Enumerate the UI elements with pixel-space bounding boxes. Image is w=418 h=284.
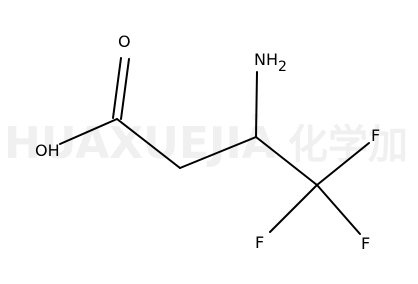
- c-oh-bond: [59, 118, 118, 145]
- c-f-bottom-left-bond: [269, 184, 318, 233]
- atom-f-bottom-right: F: [361, 234, 370, 253]
- c-f-right-bond: [316, 142, 370, 186]
- bonds: [59, 57, 370, 235]
- atom-f-right: F: [371, 126, 380, 145]
- c-n-bond: [255, 71, 258, 138]
- atom-o-carbonyl: O: [118, 32, 131, 51]
- atom-oh: OH: [35, 141, 60, 160]
- c2-c3-bond: [179, 136, 257, 169]
- atom-f-bottom-left: F: [255, 233, 264, 252]
- atom-labels: O OH NH 2 F F F: [35, 32, 380, 253]
- c1-c2-bond: [116, 118, 181, 169]
- carbonyl-double-bond-a: [112, 57, 122, 119]
- atom-nh: NH: [254, 50, 278, 69]
- atom-nh-subscript: 2: [278, 59, 287, 75]
- c-f-bottom-right-bond: [316, 184, 361, 235]
- carbonyl-double-bond-b: [120, 58, 130, 120]
- watermark-text: HUAXUEJIA: [4, 118, 276, 169]
- c3-c4-bond: [255, 136, 318, 186]
